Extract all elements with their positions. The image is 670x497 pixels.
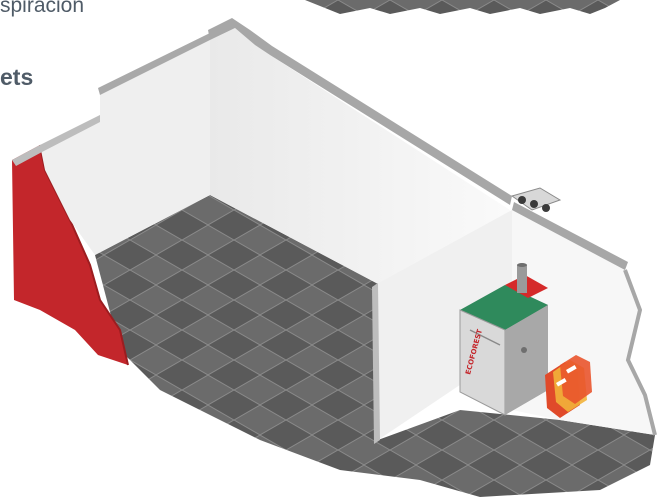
top-floor-fragment — [305, 0, 620, 14]
chimney-icon — [517, 263, 527, 293]
